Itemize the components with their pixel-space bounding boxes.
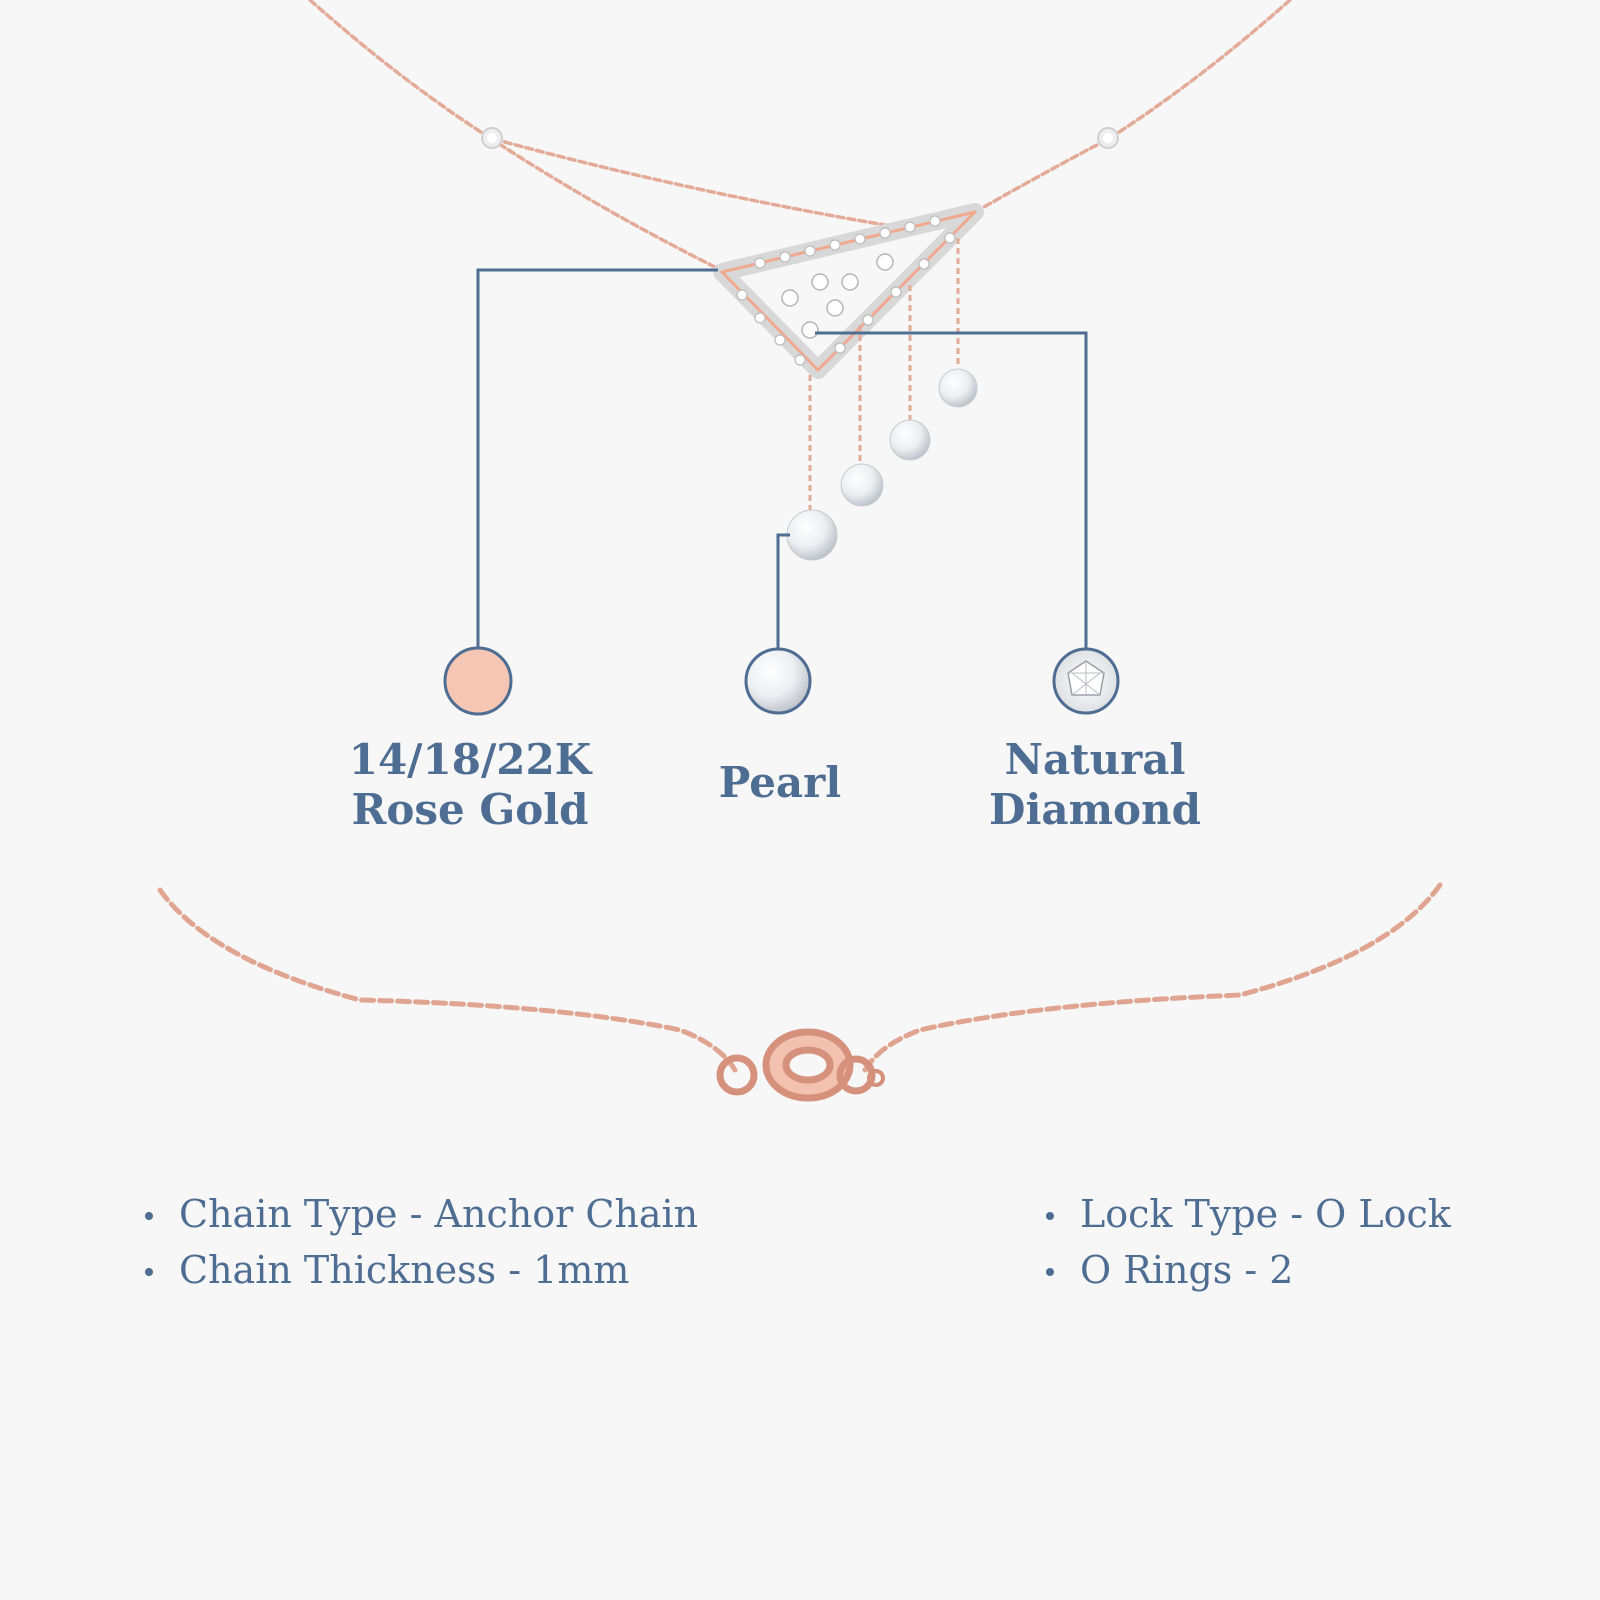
spec-o-rings: O Rings - 2 <box>1046 1242 1451 1298</box>
anchor-chain-detail <box>157 882 1443 1073</box>
rose-gold-name: Rose Gold <box>351 785 589 834</box>
lobster-clasp-icon <box>716 1028 885 1102</box>
material-label-diamond: Natural Diamond <box>950 735 1240 835</box>
station-diamond-icon <box>481 127 1119 149</box>
spec-lock-type: Lock Type - O Lock <box>1046 1186 1451 1242</box>
chain-specs-list: Chain Type - Anchor Chain Chain Thicknes… <box>145 1186 698 1298</box>
diamond-name: Diamond <box>989 785 1201 834</box>
diamond-type: Natural <box>1004 735 1186 784</box>
spec-chain-thickness: Chain Thickness - 1mm <box>145 1242 698 1298</box>
pearl-name: Pearl <box>718 758 842 807</box>
lock-specs-list: Lock Type - O Lock O Rings - 2 <box>1046 1186 1451 1298</box>
rose-gold-karat: 14/18/22K <box>348 735 592 784</box>
material-label-rose-gold: 14/18/22K Rose Gold <box>300 735 640 835</box>
pearl-drop-chains <box>808 238 960 510</box>
callout-lines <box>476 268 1088 650</box>
necklace-chain-top <box>308 0 1292 274</box>
pearl-icon <box>744 647 812 715</box>
material-label-pearl: Pearl <box>660 758 900 808</box>
rose-gold-swatch-icon <box>443 646 513 716</box>
spec-chain-type: Chain Type - Anchor Chain <box>145 1186 698 1242</box>
diamond-icon <box>1052 647 1120 715</box>
triangle-pendant <box>713 203 984 379</box>
pearl-drops <box>786 368 978 561</box>
